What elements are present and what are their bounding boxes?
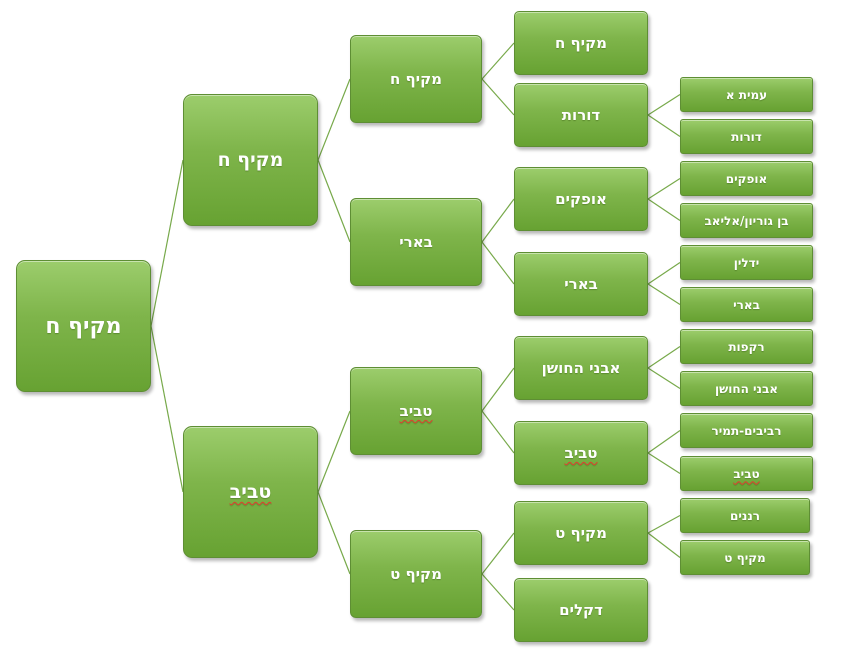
leaf-ben-gurion-eliav-label: בן גוריון/אליאב: [704, 213, 789, 228]
leaf-taviv[interactable]: טביב: [680, 456, 813, 491]
subnode-dorot[interactable]: דורות: [514, 83, 648, 147]
subnode-taviv-label: טביב: [564, 444, 598, 462]
connector-line: [647, 452, 681, 475]
leaf-beeri[interactable]: בארי: [680, 287, 813, 322]
connector-line: [481, 573, 515, 611]
connector-line: [481, 367, 515, 412]
branch-taviv-label: טביב: [229, 481, 272, 503]
connector-line: [481, 198, 515, 243]
connector-line: [647, 532, 681, 558]
leaf-yadlin[interactable]: ידלין: [680, 245, 813, 280]
leaf-avnei-hahoshen[interactable]: אבני החושן: [680, 371, 813, 406]
connector-line: [317, 78, 351, 161]
node-taviv-label: טביב: [399, 402, 433, 420]
connector-line: [647, 114, 681, 137]
subnode-makif-h-label: מקיף ח: [555, 34, 607, 52]
leaf-dorot[interactable]: דורות: [680, 119, 813, 154]
subnode-beeri[interactable]: בארי: [514, 252, 648, 316]
leaf-avnei-hahoshen-label: אבני החושן: [714, 381, 779, 396]
root-label: מקיף ח: [45, 313, 122, 339]
connector-line: [647, 367, 681, 390]
subnode-avnei-hahoshen[interactable]: אבני החושן: [514, 336, 648, 400]
leaf-ben-gurion-eliav[interactable]: בן גוריון/אליאב: [680, 203, 813, 238]
leaf-makif-t[interactable]: מקיף ט: [680, 540, 810, 575]
connector-line: [647, 93, 681, 116]
subnode-makif-t[interactable]: מקיף ט: [514, 501, 648, 565]
connector-line: [481, 532, 515, 575]
leaf-amit-a-label: עמית א: [725, 87, 768, 102]
connector-line: [647, 430, 681, 454]
connector-line: [481, 410, 515, 454]
subnode-taviv[interactable]: טביב: [514, 421, 648, 485]
leaf-beeri-label: בארי: [733, 297, 760, 312]
connector-line: [150, 159, 184, 327]
connector-line: [647, 346, 681, 369]
leaf-yadlin-label: ידלין: [733, 255, 760, 270]
root-node[interactable]: מקיף ח: [16, 260, 151, 392]
subnode-dorot-label: דורות: [561, 106, 601, 124]
node-makif-h-label: מקיף ח: [390, 70, 442, 88]
leaf-ofakim[interactable]: אופקים: [680, 161, 813, 196]
leaf-taviv-label: טביב: [733, 466, 760, 481]
node-taviv[interactable]: טביב: [350, 367, 482, 455]
leaf-dorot-label: דורות: [731, 129, 762, 144]
node-makif-t[interactable]: מקיף ט: [350, 530, 482, 618]
branch-makif-h-label: מקיף ח: [217, 149, 284, 171]
connector-line: [647, 198, 681, 221]
leaf-renanim[interactable]: רננים: [680, 498, 810, 533]
connector-line: [317, 159, 351, 243]
node-makif-h[interactable]: מקיף ח: [350, 35, 482, 123]
connector-line: [317, 410, 351, 493]
subnode-beeri-label: בארי: [564, 275, 598, 293]
connector-line: [150, 325, 184, 493]
leaf-revivim-tamir[interactable]: רביבים-תמיר: [680, 413, 813, 448]
leaf-revivim-tamir-label: רביבים-תמיר: [711, 423, 782, 438]
connector-line: [647, 514, 681, 534]
connector-line: [481, 241, 515, 285]
node-beeri-label: בארי: [399, 233, 433, 251]
subnode-dekalim[interactable]: דקלים: [514, 578, 648, 642]
leaf-amit-a[interactable]: עמית א: [680, 77, 813, 112]
subnode-avnei-hahoshen-label: אבני החושן: [541, 359, 621, 377]
connector-line: [647, 177, 681, 200]
leaf-ofakim-label: אופקים: [725, 171, 768, 186]
connector-line: [481, 78, 515, 116]
leaf-makif-t-label: מקיף ט: [724, 550, 766, 565]
node-makif-t-label: מקיף ט: [390, 565, 442, 583]
leaf-renanim-label: רננים: [730, 508, 760, 523]
subnode-dekalim-label: דקלים: [559, 601, 603, 619]
branch-taviv-node[interactable]: טביב: [183, 426, 318, 558]
connector-line: [647, 262, 681, 285]
subnode-makif-t-label: מקיף ט: [555, 524, 607, 542]
subnode-ofakim-label: אופקים: [555, 190, 607, 208]
node-beeri[interactable]: בארי: [350, 198, 482, 286]
connector-line: [481, 42, 515, 80]
leaf-rakafot-label: רקפות: [728, 339, 765, 354]
subnode-ofakim[interactable]: אופקים: [514, 167, 648, 231]
branch-makif-h-node[interactable]: מקיף ח: [183, 94, 318, 226]
leaf-rakafot[interactable]: רקפות: [680, 329, 813, 364]
connector-line: [647, 283, 681, 306]
connector-line: [317, 491, 351, 575]
subnode-makif-h[interactable]: מקיף ח: [514, 11, 648, 75]
